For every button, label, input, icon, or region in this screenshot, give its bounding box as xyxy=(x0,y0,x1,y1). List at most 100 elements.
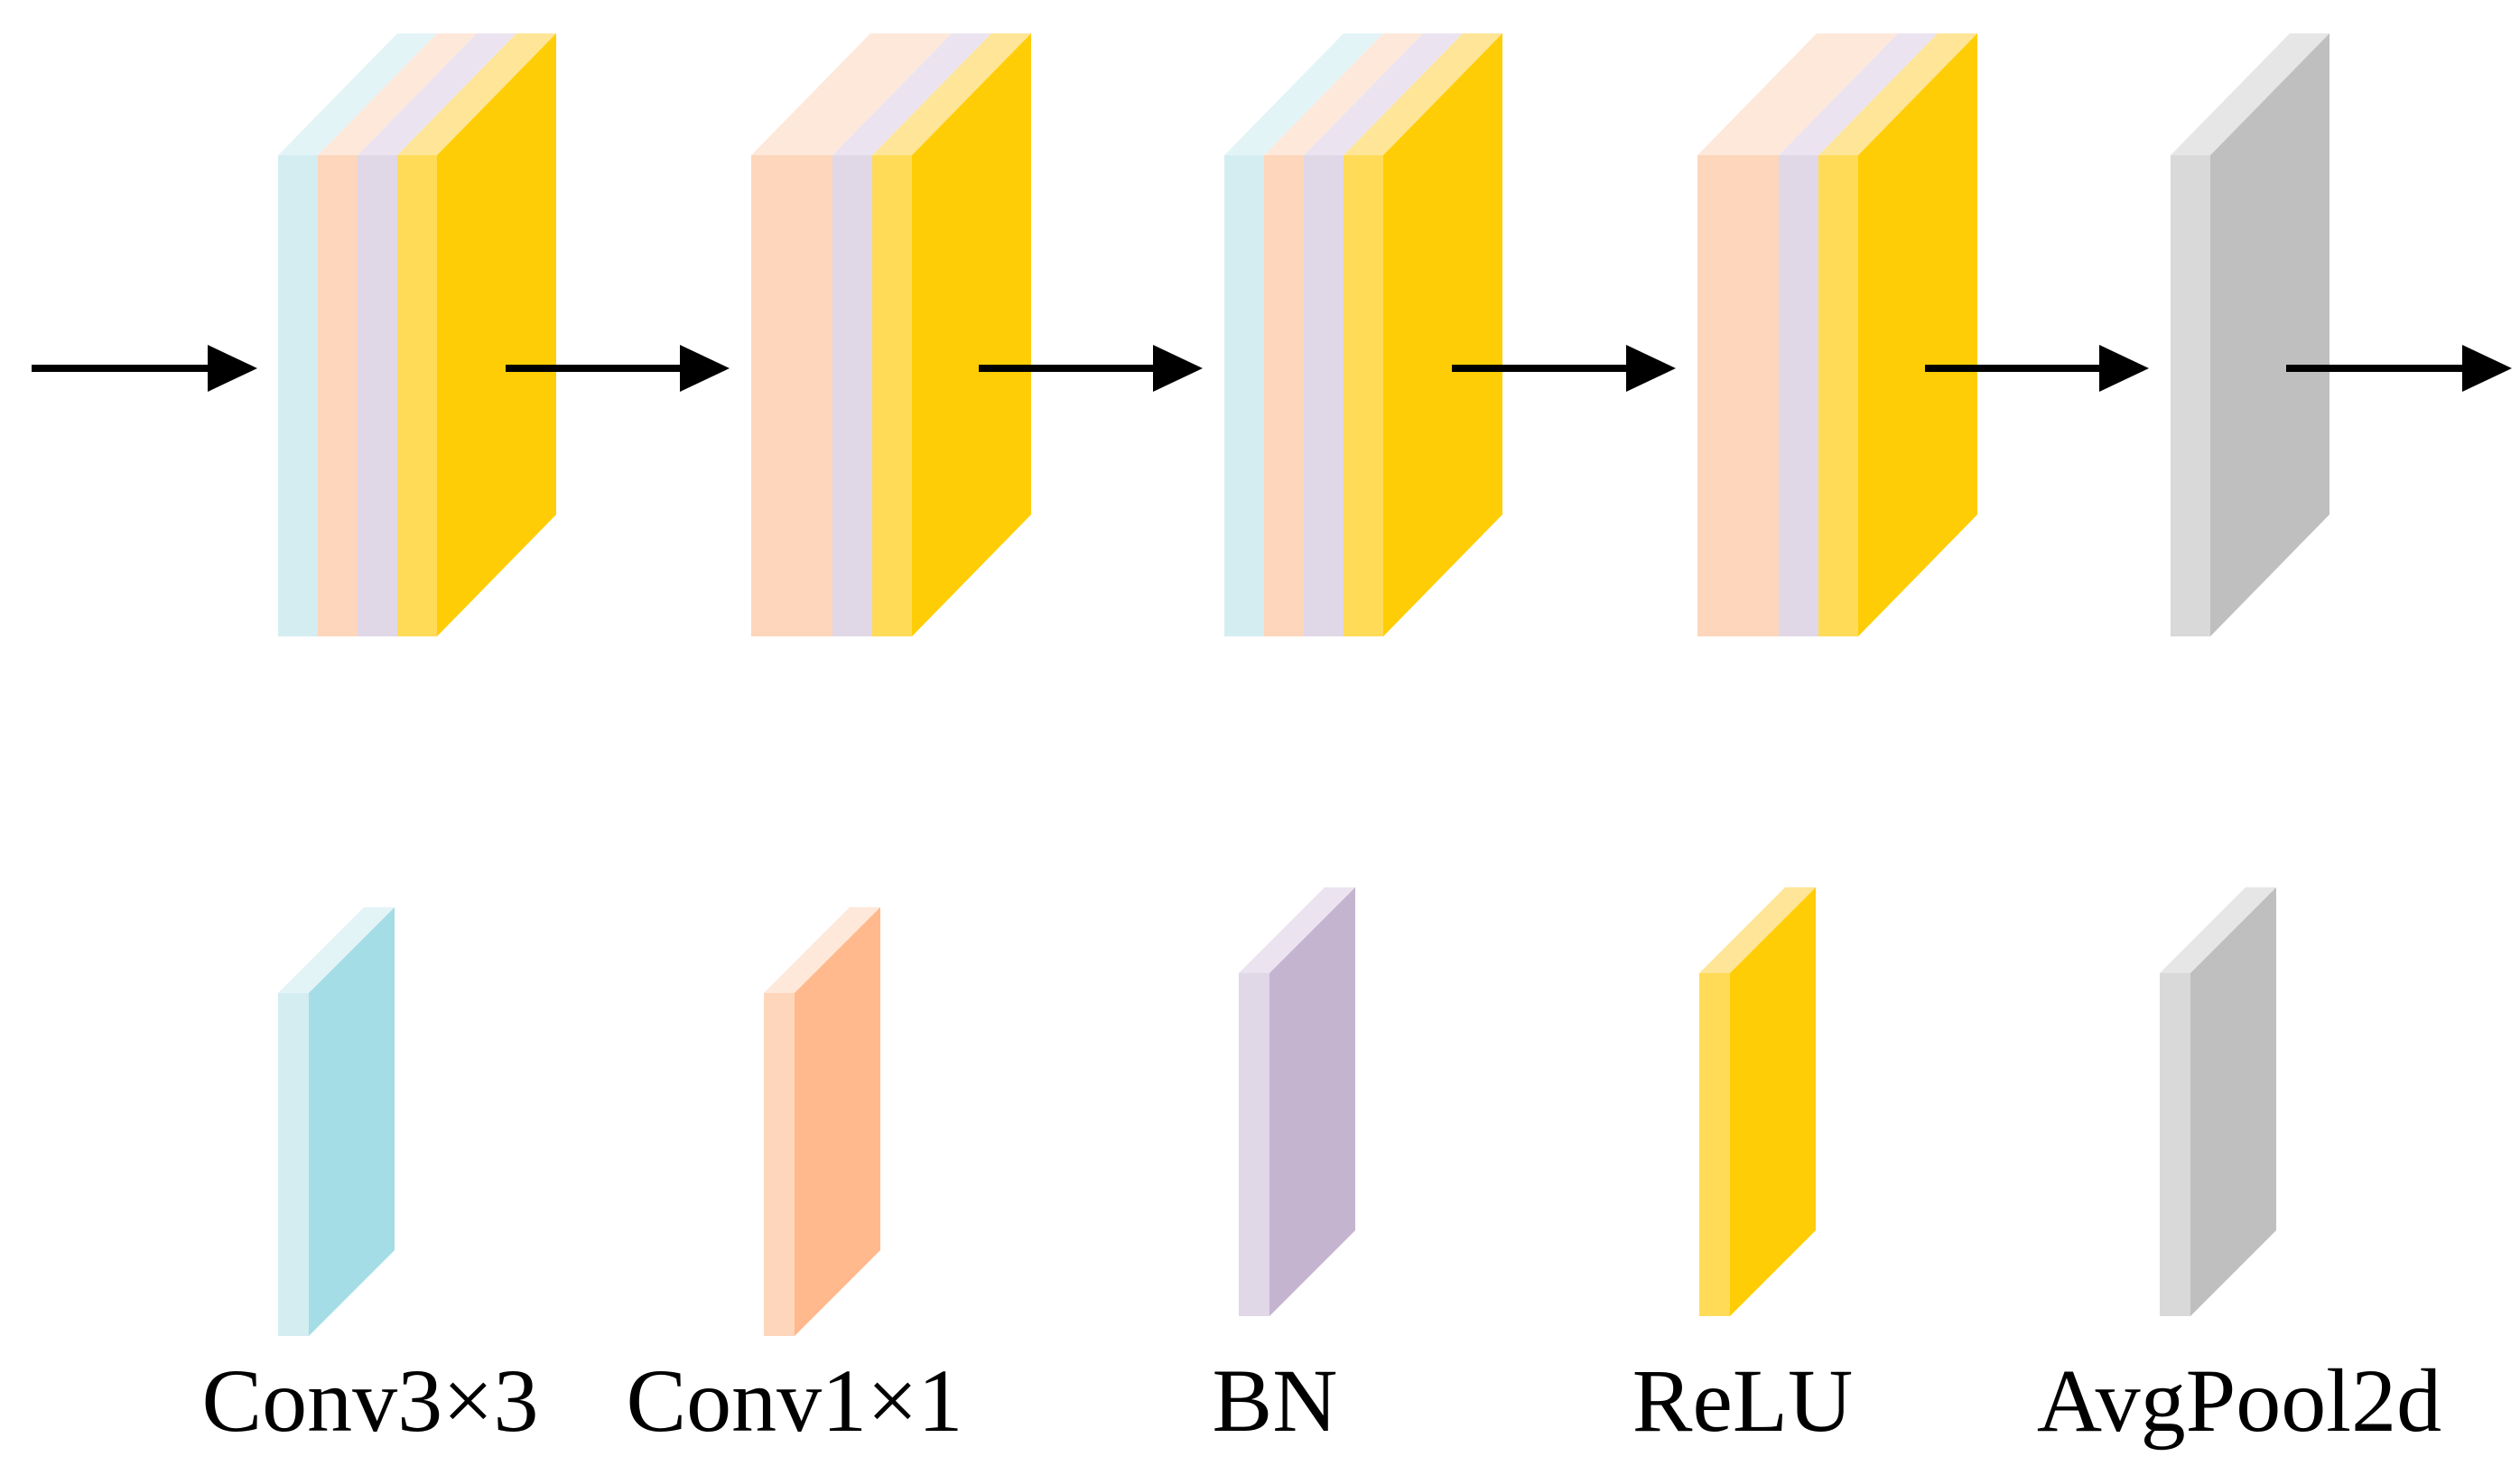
arrow-head xyxy=(2099,345,2149,392)
block-2 xyxy=(751,33,1031,636)
layer-top-face xyxy=(397,33,556,155)
layer-front-face xyxy=(872,155,912,636)
layer-side-face xyxy=(1858,33,1977,636)
block-4 xyxy=(1697,33,1977,636)
layer-top-face xyxy=(318,33,477,155)
layer-front-face xyxy=(1344,155,1383,636)
layer-front-face xyxy=(1818,155,1858,636)
arrow-head xyxy=(1153,345,1203,392)
layer-top-face xyxy=(1224,33,1383,155)
flow-arrow xyxy=(1925,345,2149,392)
swatch-side-face xyxy=(795,907,880,1336)
swatch-side-face xyxy=(309,907,395,1336)
legend-swatch-conv3x3 xyxy=(278,907,395,1336)
arrow-head xyxy=(2462,345,2512,392)
swatch-top-face xyxy=(278,907,395,993)
swatch-front-face xyxy=(764,993,795,1336)
swatch-side-face xyxy=(2190,887,2276,1316)
swatch-side-face xyxy=(1269,887,1355,1316)
arrow-head xyxy=(1626,345,1676,392)
layer-conv3x3 xyxy=(1224,33,1383,636)
swatch-top-face xyxy=(764,907,880,993)
flow-arrow xyxy=(506,345,730,392)
layer-front-face xyxy=(1697,155,1779,636)
layer-front-face xyxy=(1264,155,1304,636)
legend-item-conv3x3: Conv3×3 xyxy=(201,907,539,1451)
flow-arrow xyxy=(1452,345,1676,392)
layer-top-face xyxy=(1779,33,1938,155)
layer-top-face xyxy=(872,33,1031,155)
layer-top-face xyxy=(358,33,516,155)
layer-bn xyxy=(1779,33,1938,636)
swatch-top-face xyxy=(1699,887,1816,973)
layer-relu xyxy=(1344,33,1502,636)
block-5 xyxy=(2171,33,2329,636)
block-1 xyxy=(278,33,556,636)
layer-top-face xyxy=(2171,33,2329,155)
swatch-front-face xyxy=(278,993,309,1336)
layer-top-face xyxy=(1697,33,1898,155)
layer-side-face xyxy=(437,33,556,636)
legend-label-bn: BN xyxy=(1213,1350,1338,1451)
legend-item-conv1x1: Conv1×1 xyxy=(626,907,963,1451)
layer-bn xyxy=(358,33,516,636)
layer-conv1x1 xyxy=(751,33,952,636)
arrow-head xyxy=(208,345,257,392)
layer-top-face xyxy=(751,33,952,155)
legend-item-avgpool: AvgPool2d xyxy=(2037,887,2441,1451)
legend-label-conv3x3: Conv3×3 xyxy=(201,1350,538,1451)
layer-conv1x1 xyxy=(318,33,477,636)
layer-conv1x1 xyxy=(1697,33,1898,636)
swatch-top-face xyxy=(2160,887,2276,973)
layer-conv1x1 xyxy=(1264,33,1423,636)
layer-front-face xyxy=(397,155,437,636)
legend-item-bn: BN xyxy=(1213,887,1355,1451)
swatch-front-face xyxy=(2160,973,2190,1316)
layer-front-face xyxy=(751,155,832,636)
swatch-front-face xyxy=(1239,973,1269,1316)
layer-avgpool xyxy=(2171,33,2329,636)
legend: Conv3×3 Conv1×1 BN ReLU AvgPool2d xyxy=(201,887,2441,1451)
pipeline xyxy=(278,33,2329,636)
layer-top-face xyxy=(278,33,437,155)
layer-front-face xyxy=(358,155,397,636)
flow-arrow xyxy=(979,345,1203,392)
legend-label-avgpool: AvgPool2d xyxy=(2037,1350,2441,1451)
legend-swatch-avgpool xyxy=(2160,887,2276,1316)
layer-front-face xyxy=(318,155,358,636)
flow-arrow xyxy=(32,345,257,392)
arrows xyxy=(32,345,2512,392)
flow-arrow xyxy=(2286,345,2512,392)
block-3 xyxy=(1224,33,1502,636)
layer-conv3x3 xyxy=(278,33,437,636)
layer-top-face xyxy=(1344,33,1502,155)
layer-top-face xyxy=(1264,33,1423,155)
layer-front-face xyxy=(278,155,318,636)
layer-side-face xyxy=(1383,33,1502,636)
layer-relu xyxy=(1818,33,1977,636)
legend-swatch-conv1x1 xyxy=(764,907,880,1336)
legend-label-relu: ReLU xyxy=(1632,1350,1853,1451)
swatch-top-face xyxy=(1239,887,1355,973)
layer-front-face xyxy=(832,155,872,636)
layer-front-face xyxy=(1224,155,1264,636)
layer-top-face xyxy=(1818,33,1977,155)
layer-front-face xyxy=(1304,155,1344,636)
layer-bn xyxy=(832,33,991,636)
layer-front-face xyxy=(1779,155,1818,636)
swatch-front-face xyxy=(1699,973,1730,1316)
arrow-head xyxy=(680,345,730,392)
legend-swatch-bn xyxy=(1239,887,1355,1316)
layer-top-face xyxy=(832,33,991,155)
layer-side-face xyxy=(912,33,1031,636)
layer-bn xyxy=(1304,33,1463,636)
layer-side-face xyxy=(2210,33,2329,636)
layer-relu xyxy=(397,33,556,636)
layer-front-face xyxy=(2171,155,2210,636)
layer-relu xyxy=(872,33,1031,636)
swatch-side-face xyxy=(1730,887,1816,1316)
legend-item-relu: ReLU xyxy=(1632,887,1853,1451)
legend-swatch-relu xyxy=(1699,887,1816,1316)
layer-top-face xyxy=(1304,33,1463,155)
